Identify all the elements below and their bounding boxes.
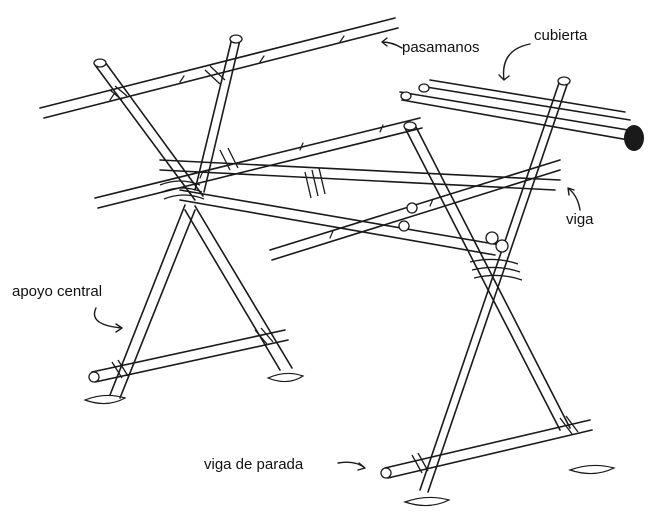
deck-end-shading <box>624 125 644 151</box>
label-pasamanos: pasamanos <box>402 39 480 56</box>
right-x-support <box>380 76 616 507</box>
label-viga-de-parada: viga de parada <box>204 456 304 473</box>
left-x-support <box>83 34 305 405</box>
label-apoyo-central: apoyo central <box>12 283 102 300</box>
label-viga-group: viga <box>566 187 594 228</box>
label-apoyo-central-group: apoyo central <box>12 283 123 333</box>
label-pasamanos-group: pasamanos <box>381 37 480 56</box>
label-viga: viga <box>566 211 594 228</box>
handrail-pole <box>39 17 399 119</box>
deck-poles <box>399 79 641 143</box>
center-lashings <box>219 147 326 199</box>
label-cubierta-group: cubierta <box>498 27 588 81</box>
label-cubierta: cubierta <box>534 27 588 44</box>
label-viga-de-parada-group: viga de parada <box>204 456 366 473</box>
